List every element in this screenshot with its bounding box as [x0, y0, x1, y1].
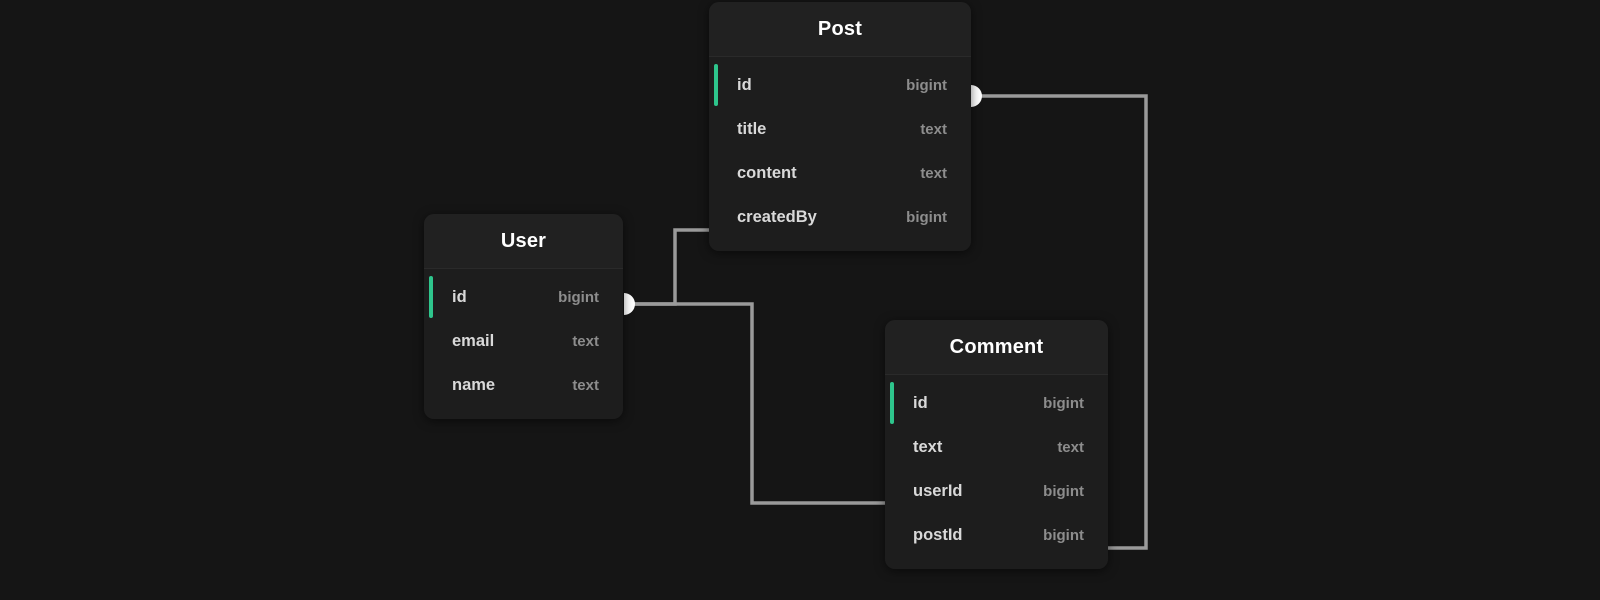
entity-table-body-user: id bigint email text name text [424, 269, 623, 419]
primary-key-indicator-icon [714, 64, 718, 106]
entity-table-user[interactable]: User id bigint email text name text [424, 214, 623, 419]
table-row[interactable]: id bigint [709, 63, 971, 107]
entity-table-post[interactable]: Post id bigint title text content text c… [709, 2, 971, 251]
table-row[interactable]: content text [709, 151, 971, 195]
entity-table-title-comment: Comment [949, 335, 1044, 358]
entity-table-title-post: Post [817, 17, 863, 40]
field-type: text [920, 120, 947, 138]
table-row[interactable]: title text [709, 107, 971, 151]
field-type: bigint [1043, 394, 1084, 412]
field-type: bigint [1043, 482, 1084, 500]
field-name: title [737, 119, 767, 138]
table-row[interactable]: name text [424, 363, 623, 407]
field-type: text [920, 164, 947, 182]
field-name: userId [913, 481, 963, 500]
primary-key-indicator-icon [890, 382, 894, 424]
field-name: id [737, 75, 752, 94]
entity-table-header-comment[interactable]: Comment [885, 320, 1108, 375]
field-type: bigint [1043, 526, 1084, 544]
entity-table-header-post[interactable]: Post [709, 2, 971, 57]
field-name: text [913, 437, 943, 456]
field-name: name [452, 375, 496, 394]
table-row[interactable]: id bigint [885, 381, 1108, 425]
field-type: text [1057, 438, 1084, 456]
table-row[interactable]: userId bigint [885, 469, 1108, 513]
field-type: text [572, 332, 599, 350]
field-type: bigint [906, 76, 947, 94]
table-row[interactable]: postId bigint [885, 513, 1108, 557]
field-name: email [452, 331, 495, 350]
table-row[interactable]: email text [424, 319, 623, 363]
connector-cap-post-id [971, 85, 982, 107]
field-type: bigint [558, 288, 599, 306]
field-name: createdBy [737, 207, 817, 226]
entity-table-body-post: id bigint title text content text create… [709, 57, 971, 251]
field-name: content [737, 163, 797, 182]
field-type: text [572, 376, 599, 394]
edge-user-id-to-post-createdby [626, 228, 709, 306]
field-type: bigint [906, 208, 947, 226]
field-name: id [913, 393, 928, 412]
entity-table-header-user[interactable]: User [424, 214, 623, 269]
table-row[interactable]: id bigint [424, 275, 623, 319]
edge-user-id-to-comment-userid [626, 302, 885, 505]
field-name: postId [913, 525, 963, 544]
table-row[interactable]: text text [885, 425, 1108, 469]
connector-cap-user-id [624, 293, 635, 315]
primary-key-indicator-icon [429, 276, 433, 318]
field-name: id [452, 287, 467, 306]
table-row[interactable]: createdBy bigint [709, 195, 971, 239]
entity-table-comment[interactable]: Comment id bigint text text userId bigin… [885, 320, 1108, 569]
entity-table-title-user: User [500, 229, 547, 252]
entity-table-body-comment: id bigint text text userId bigint postId… [885, 375, 1108, 569]
